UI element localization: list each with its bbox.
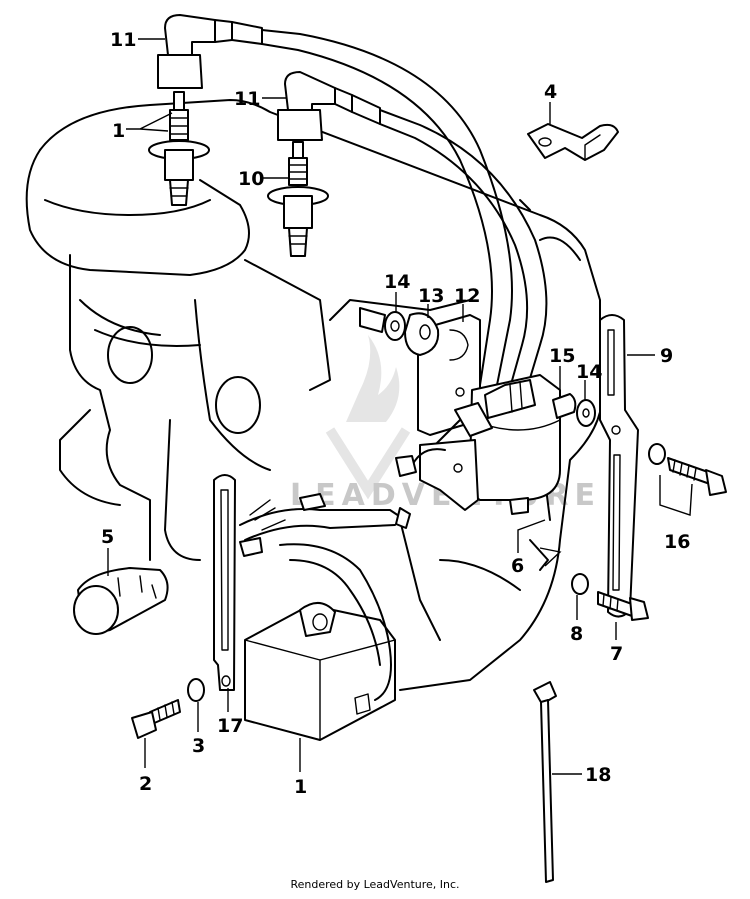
callout-4: 4 (544, 81, 557, 103)
bracket-4 (527, 123, 619, 161)
watermark-logo (325, 335, 411, 500)
engine-block (25, 99, 603, 691)
ignition-coil-6 (395, 314, 561, 515)
bolt-2 (131, 699, 181, 739)
spark-plug-cap-lower (277, 71, 548, 396)
washer-14-right (576, 399, 596, 427)
callout-9: 9 (660, 345, 673, 367)
rubber-damper-13 (404, 312, 440, 356)
spark-plug-cap-upper (157, 14, 513, 399)
slotted-bracket-9 (599, 314, 639, 618)
callout-14-right: 14 (576, 361, 602, 383)
cdi-unit-1 (244, 602, 396, 741)
callout-16: 16 (664, 531, 690, 553)
callout-3: 3 (192, 735, 205, 757)
callout-18: 18 (585, 764, 611, 786)
spacer-15 (552, 393, 577, 419)
callout-8: 8 (570, 623, 583, 645)
bolt-16 (648, 443, 727, 496)
callout-1-upper: 1 (112, 120, 125, 142)
callout-14-left: 14 (384, 271, 410, 293)
callout-1-lower: 1 (294, 776, 307, 798)
callout-2: 2 (139, 773, 152, 795)
callout-15: 15 (549, 345, 575, 367)
washer-14-left (384, 311, 406, 341)
callout-7: 7 (610, 643, 623, 665)
callout-13: 13 (418, 285, 444, 307)
bolt-7 (597, 591, 649, 621)
wiring-harness (239, 493, 411, 701)
leader-lines (107, 38, 693, 775)
callout-10: 10 (238, 168, 264, 190)
spark-plug-10 (267, 141, 329, 257)
callout-6: 6 (511, 555, 524, 577)
callout-11-lower: 11 (234, 88, 260, 110)
callout-12: 12 (454, 285, 480, 307)
support-strap-17 (213, 474, 236, 691)
callout-17: 17 (217, 715, 243, 737)
rendered-by-credit: Rendered by LeadVenture, Inc. (290, 878, 460, 891)
washer-8 (571, 573, 589, 595)
damper-sleeve-5 (73, 567, 169, 635)
callout-11-upper: 11 (110, 29, 136, 51)
callout-5: 5 (101, 526, 114, 548)
washer-3 (187, 678, 205, 702)
callout-labels: 11 11 1 10 4 14 13 12 9 15 14 16 5 6 8 7… (101, 29, 690, 798)
spark-plug-1 (148, 91, 210, 206)
cable-tie-18 (533, 681, 557, 883)
wire-grommet (359, 307, 386, 333)
